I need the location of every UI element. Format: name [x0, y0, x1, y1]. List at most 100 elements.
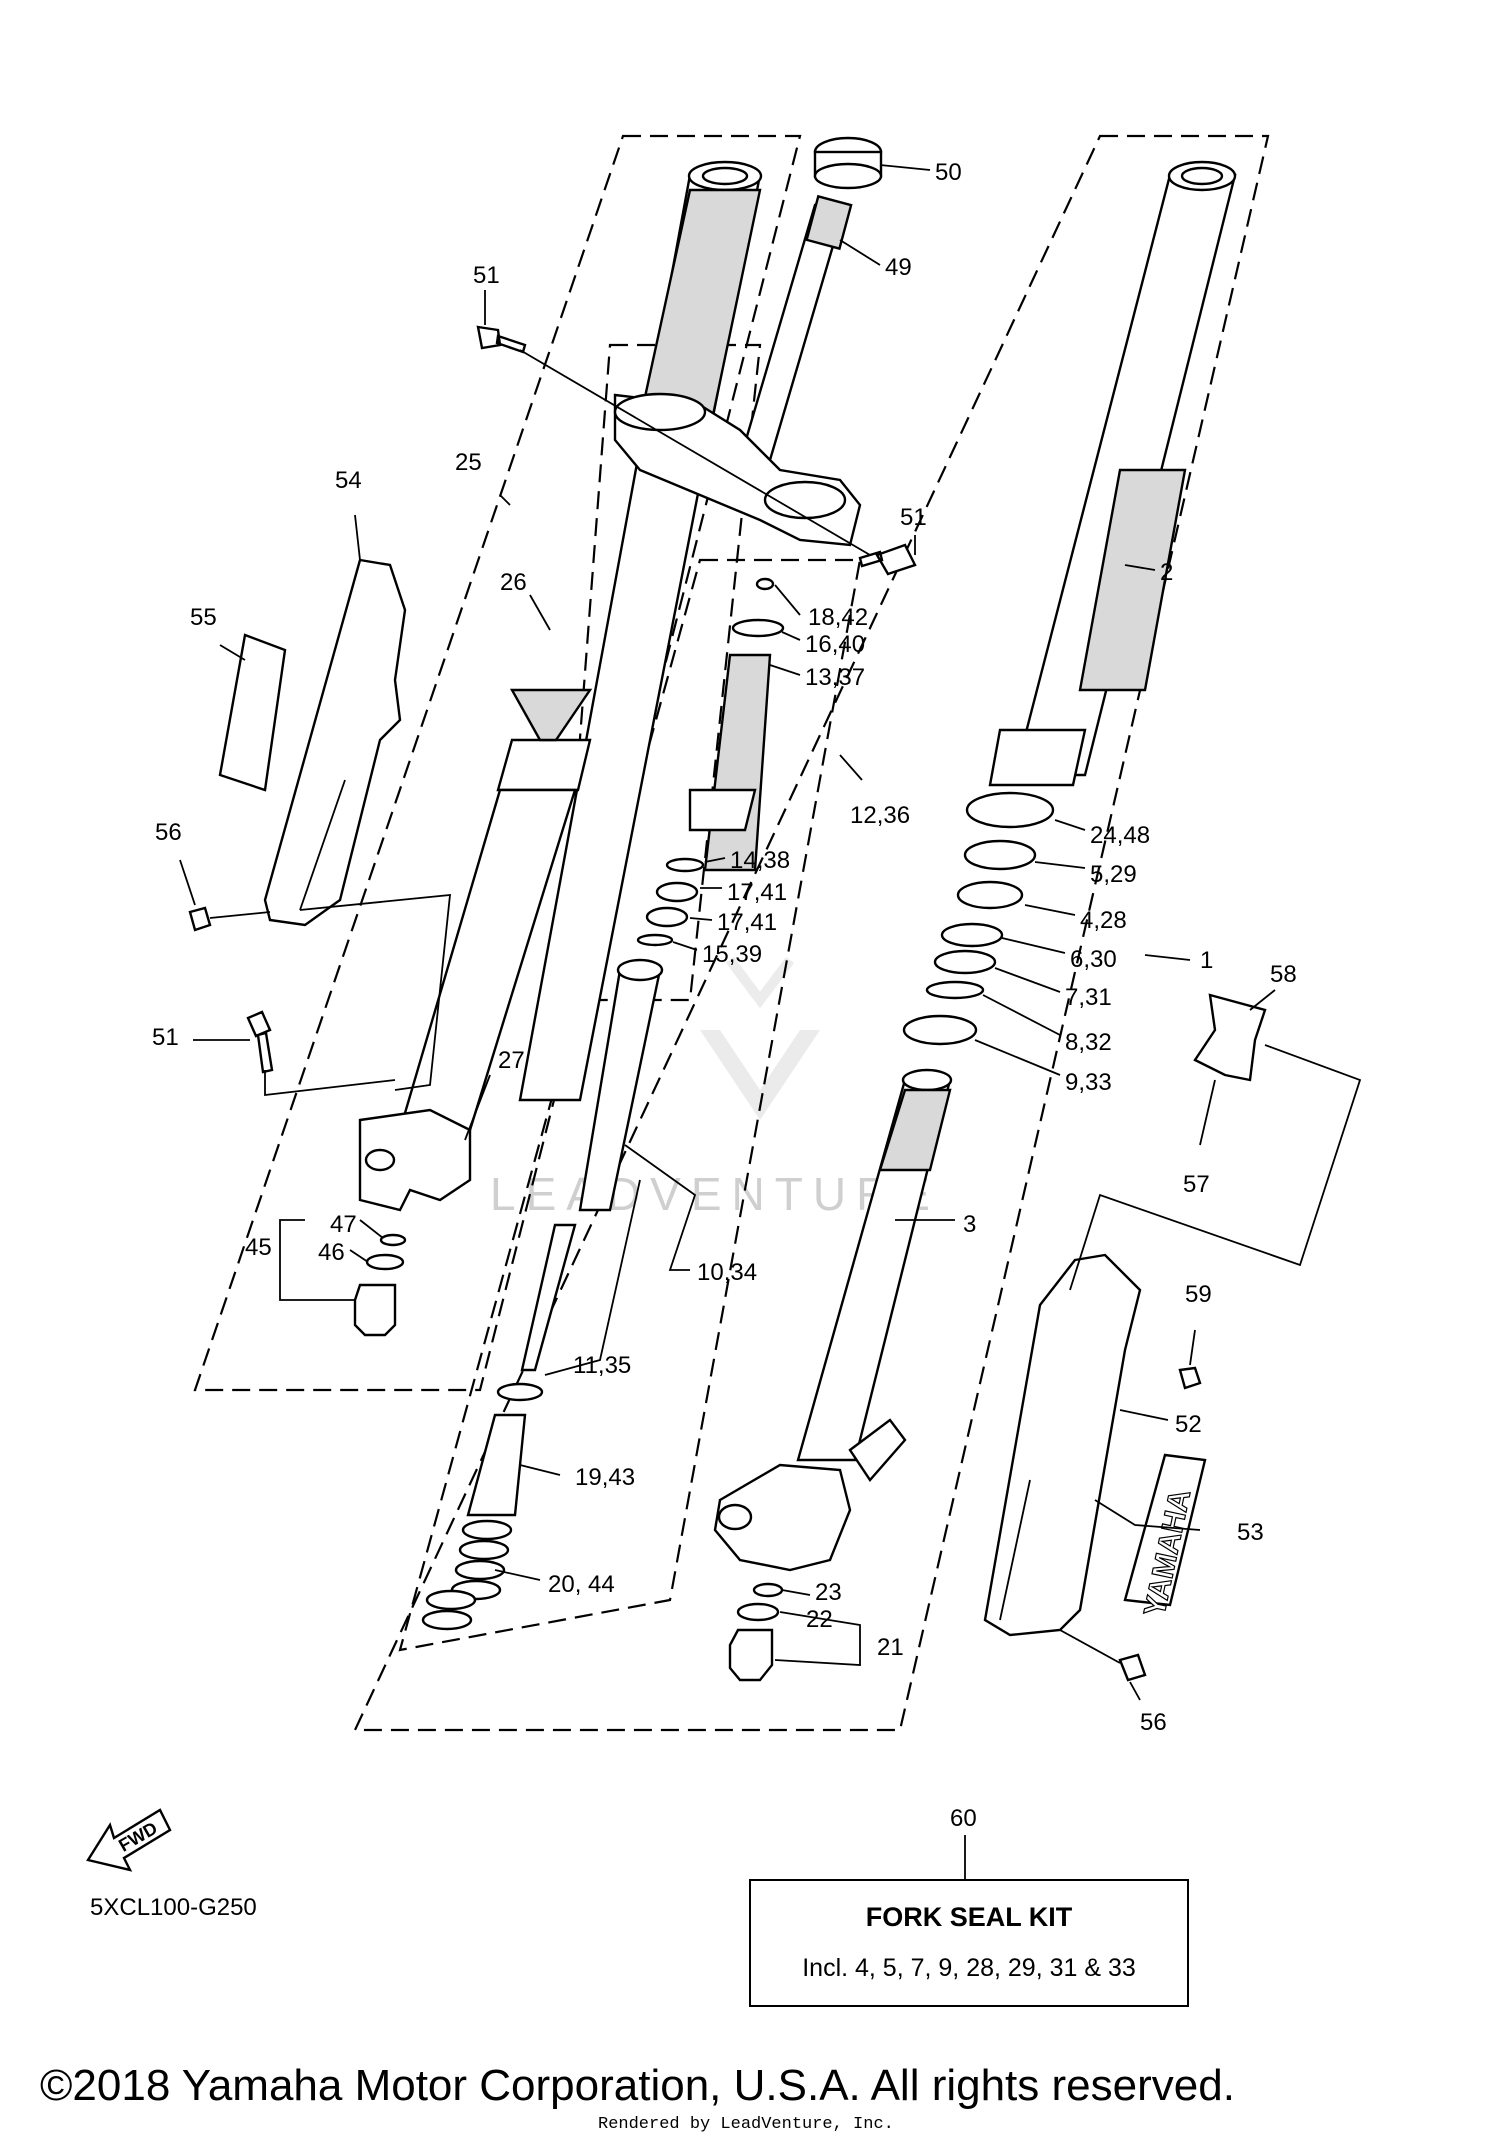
ldr-53: [1094, 1499, 1201, 1531]
diagram-code: 5XCL100-G250: [90, 1894, 257, 1921]
bolt-51-lower: [246, 1010, 274, 1074]
cap-18: [755, 577, 775, 591]
ldr-52: [1119, 1409, 1169, 1421]
right-fork-guard: YAMAHA: [983, 993, 1362, 1682]
fwd-arrow-icon: FWD: [86, 1808, 172, 1872]
left-tube-top-inner: [701, 166, 749, 186]
rendered-by: Rendered by LeadVenture, Inc.: [598, 2115, 894, 2134]
outline-right-fork: [353, 134, 1270, 1732]
washer-6: [940, 922, 1004, 948]
callout-22: 22: [806, 1606, 833, 1633]
washer-22: [736, 1602, 780, 1622]
ldr-16: [781, 631, 801, 641]
decal-53: [1123, 1453, 1207, 1607]
callout-8-32: 8,32: [1065, 1029, 1112, 1056]
left-axle-bracket: [358, 1108, 472, 1212]
ldr-9: [974, 1039, 1061, 1076]
callout-10-34: 10,34: [697, 1259, 757, 1286]
callout-7-31: 7,31: [1065, 984, 1112, 1011]
ldr-58: [1249, 989, 1276, 1011]
clamp-right-hole: [763, 480, 847, 520]
guard-left-to-fork: [299, 893, 452, 1091]
callout-52: 52: [1175, 1411, 1202, 1438]
ldr-56b: [1129, 1681, 1141, 1701]
ldr-2: [1124, 564, 1156, 571]
fork-seal-kit-box: FORK SEAL KIT Incl. 4, 5, 7, 9, 28, 29, …: [749, 1879, 1189, 2007]
ldr-7: [994, 967, 1061, 993]
o-ring-23: [752, 1582, 784, 1598]
ldr-5: [1034, 861, 1086, 869]
bushing-5: [963, 839, 1037, 871]
right-axle-hole: [717, 1503, 753, 1531]
callout-17-41-b: 17,41: [717, 909, 777, 936]
ldr-26: [529, 594, 551, 631]
ldr-19: [519, 1464, 561, 1476]
ldr-20: [494, 1569, 541, 1581]
ldr-23: [781, 1589, 811, 1596]
callout-49: 49: [885, 254, 912, 281]
ldr-46: [349, 1249, 369, 1263]
right-seal-band: [988, 728, 1087, 787]
callout-27: 27: [498, 1047, 525, 1074]
callout-60: 60: [950, 1805, 977, 1832]
watermark: LEADVENTURE: [490, 957, 940, 1220]
washer-46: [365, 1253, 405, 1271]
screw-56-left: [188, 906, 212, 932]
washer-14: [665, 857, 705, 873]
left-fork-assembly: [353, 160, 763, 1337]
guard-52: [983, 1253, 1142, 1637]
bolt-51-lower-line: [264, 1070, 396, 1097]
callout-46: 46: [318, 1239, 345, 1266]
ldr-12: [839, 754, 863, 781]
right-fork-assembly: [713, 160, 1237, 1682]
callout-3: 3: [963, 1211, 976, 1238]
right-axle-bracket: [713, 1463, 852, 1572]
callout-54: 54: [335, 467, 362, 494]
right-brake-mount: [848, 1418, 907, 1482]
watermark-text: LEADVENTURE: [490, 1168, 940, 1220]
ldr-15: [672, 941, 698, 951]
ldr-11: [544, 1179, 641, 1376]
guide-58: [1193, 993, 1267, 1082]
ldr-6: [1001, 937, 1066, 954]
callout-11-35: 11,35: [573, 1352, 631, 1379]
kit-contents: Incl. 4, 5, 7, 9, 28, 29, 31 & 33: [802, 1954, 1136, 1982]
ldr-57: [1199, 1079, 1216, 1146]
guide-57-link: [1069, 1044, 1362, 1291]
callout-9-33: 9,33: [1065, 1069, 1112, 1096]
callout-26: 26: [500, 569, 527, 596]
dust-seal-9: [902, 1014, 978, 1046]
ldr-8: [982, 994, 1061, 1036]
ldr-27: [464, 1074, 491, 1141]
callout-58: 58: [1270, 961, 1297, 988]
callout-47: 47: [330, 1211, 357, 1238]
callout-55: 55: [190, 604, 217, 631]
left-tube-upper-shaded: [638, 188, 762, 422]
nut-59: [1178, 1366, 1202, 1390]
callout-17-41-a: 17,41: [727, 879, 787, 906]
guard-54: [263, 558, 407, 927]
watermark-logo-icon: [700, 957, 820, 1120]
callout-5-29: 5,29: [1090, 861, 1137, 888]
cartridge-assembly: [421, 577, 785, 1631]
inner-tube-shaded: [878, 1088, 952, 1172]
washer-15: [636, 933, 674, 947]
right-tube-shaded: [1078, 468, 1187, 692]
callout-labels: 50 49 51 51 51 25 26 54 55 56 27 47 46 4…: [152, 159, 1297, 1832]
ldr-1: [1144, 954, 1191, 961]
ldr-18: [774, 584, 801, 616]
o-ring-47: [379, 1233, 407, 1247]
leader-lines: [179, 164, 1276, 1880]
ldr-55: [219, 644, 246, 661]
callout-51-clamp: 51: [900, 504, 927, 531]
seal-24: [965, 791, 1055, 829]
callout-51-top: 51: [473, 262, 500, 289]
callout-14-38: 14,38: [730, 847, 790, 874]
callout-12-36: 12,36: [850, 802, 910, 829]
seal-stack: [902, 791, 1055, 1046]
stem-thread: [805, 194, 853, 251]
callout-6-30: 6,30: [1070, 946, 1117, 973]
o-ring-16: [731, 618, 785, 638]
ldr-45-group: [279, 1219, 355, 1301]
callout-51-lower: 51: [152, 1024, 179, 1051]
